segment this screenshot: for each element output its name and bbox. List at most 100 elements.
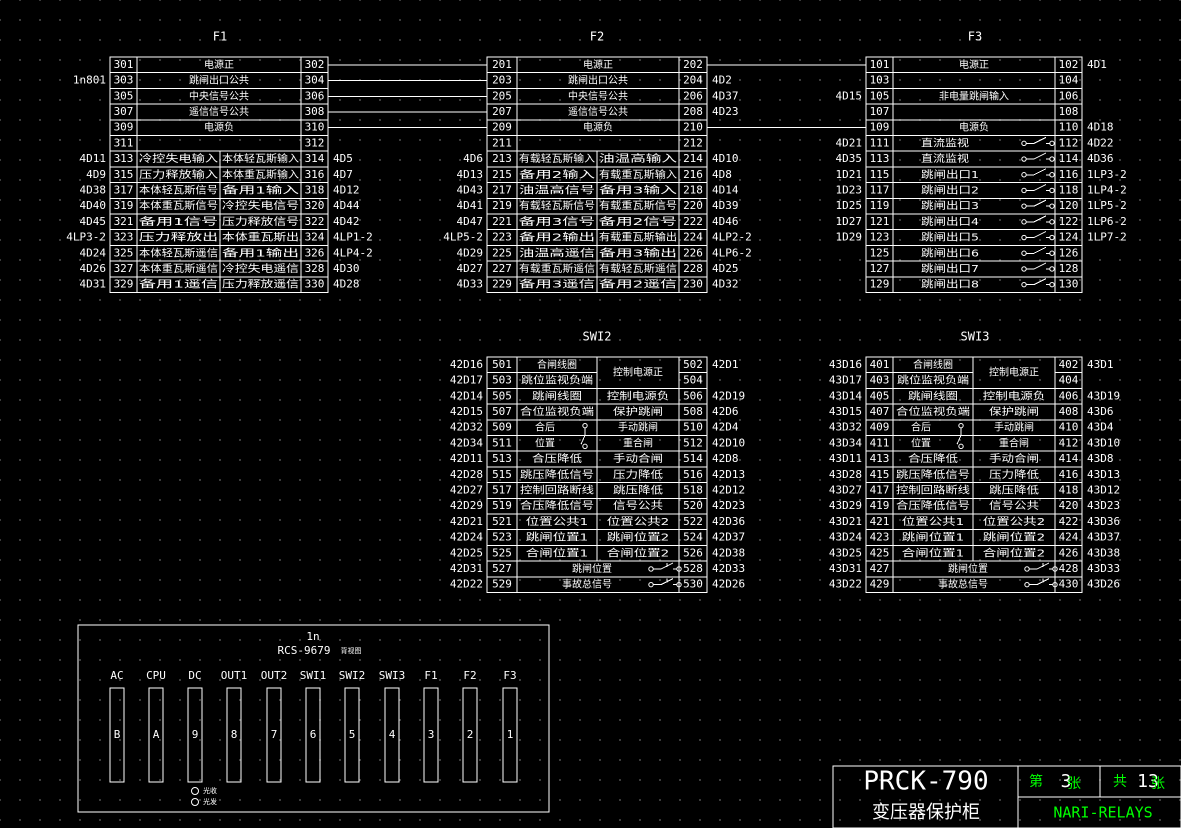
wire-tag-left: 43D27 <box>829 483 862 496</box>
terminal-number: 228 <box>683 262 703 275</box>
wire-tag-left: 4D47 <box>457 215 484 228</box>
slot-label: OUT2 <box>261 669 288 682</box>
terminal-description: 电源正 <box>583 58 613 71</box>
terminal-number: 413 <box>870 452 890 465</box>
terminal-description: 有载轻瓦斯遥信 <box>599 262 677 275</box>
terminal-number: 109 <box>870 121 890 134</box>
terminal-number: 520 <box>683 499 703 512</box>
terminal-description: 位置公共2 <box>983 515 1046 528</box>
block-title: F1 <box>213 30 227 44</box>
terminal-description: 控制电源负 <box>607 389 670 402</box>
slot-outline <box>344 687 360 783</box>
terminal-number: 113 <box>870 152 890 165</box>
terminal-number: 104 <box>1059 74 1079 87</box>
terminal-number: 225 <box>492 246 512 259</box>
terminal-description: 跳闸位置 <box>572 562 612 575</box>
terminal-number: 303 <box>114 74 134 87</box>
terminal-description: 跳闸出口6 <box>921 246 979 259</box>
wire-tag-left: 43D25 <box>829 546 862 559</box>
terminal-description: 压力释放输入 <box>139 168 218 181</box>
wire-tag-left: 43D11 <box>829 452 862 465</box>
terminal-number: 527 <box>492 562 512 575</box>
terminal-description: 信号公共 <box>989 500 1039 512</box>
terminal-number: 317 <box>114 183 134 196</box>
terminal-description: 备用1输出 <box>222 246 299 259</box>
contact-symbol <box>648 562 682 572</box>
drawing-model-number: PRCK-790 <box>863 767 988 797</box>
contact-symbol <box>1021 215 1055 225</box>
terminal-number: 518 <box>683 483 703 496</box>
terminal-description: 有载轻瓦斯输入 <box>519 152 595 165</box>
terminal-number: 312 <box>305 136 325 149</box>
terminal-description: 电源负 <box>959 121 989 134</box>
terminal-number: 302 <box>305 58 325 71</box>
terminal-number: 412 <box>1059 436 1079 449</box>
terminal-description: 合闸线圈 <box>537 358 577 371</box>
terminal-number: 215 <box>492 168 512 181</box>
block-title: F3 <box>968 30 982 44</box>
position-contact-lead <box>580 435 586 445</box>
contact-terminal-icon <box>1024 566 1030 572</box>
terminal-number: 108 <box>1059 105 1079 118</box>
slot-label: OUT1 <box>221 669 248 682</box>
terminal-description: 跳位监视负端 <box>521 374 593 387</box>
terminal-description: 遥信信号公共 <box>568 105 628 118</box>
sheet-label: 第 <box>1029 773 1043 790</box>
wire-tag-left: 4D21 <box>836 136 863 149</box>
slot-label: SWI2 <box>339 669 366 682</box>
terminal-description: 油温高遥信 <box>519 246 595 259</box>
contact-symbol <box>1021 246 1055 256</box>
wire-tag-left: 4D24 <box>80 246 107 259</box>
wire-tag-left: 43D28 <box>829 468 862 481</box>
wire-tag-left: 43D15 <box>829 405 862 418</box>
terminal-description: 跳闸出口公共 <box>189 74 249 87</box>
wire-tag-left: 4D26 <box>80 262 107 275</box>
total-unit: 张 <box>1151 776 1165 792</box>
wire-tag-right: 43D37 <box>1087 531 1120 544</box>
terminal-description: 事故总信号 <box>938 578 988 591</box>
terminal-description: 有载重瓦斯输入 <box>599 168 677 181</box>
terminal-description: 备用3遥信 <box>519 278 595 291</box>
terminal-number: 105 <box>870 89 890 102</box>
terminal-number: 410 <box>1059 421 1079 434</box>
terminal-description: 遥信信号公共 <box>189 105 249 118</box>
contact-blade <box>1033 199 1047 207</box>
terminal-description: 控制电源负 <box>983 389 1046 402</box>
terminal-description: 冷控失电遥信 <box>222 262 299 275</box>
wire-tag-right: 42D1 <box>712 358 739 371</box>
position-contact-icon <box>958 422 964 429</box>
contact-terminal-icon <box>1049 203 1055 209</box>
wire-tag-right: 4D12 <box>333 183 360 196</box>
title-block-frame <box>832 765 1181 828</box>
terminal-description: 有载重瓦斯遥信 <box>519 262 595 275</box>
wire-tag-right: 4D7 <box>333 168 353 181</box>
contact-blade <box>1033 278 1047 286</box>
wire-tag-right: 4D39 <box>712 199 739 212</box>
wire-tag-right: 42D33 <box>712 562 745 575</box>
terminal-number: 117 <box>870 183 890 196</box>
terminal-number: 422 <box>1059 515 1079 528</box>
terminal-number: 202 <box>683 58 703 71</box>
contact-blade <box>1033 152 1047 160</box>
terminal-number: 513 <box>492 452 512 465</box>
terminal-description: 本体轻瓦斯输入 <box>222 152 299 165</box>
wire-tag-left: 42D22 <box>450 578 483 591</box>
terminal-number: 424 <box>1059 531 1079 544</box>
wire-tag-left: 4D31 <box>80 278 107 291</box>
terminal-description: 备用3信号 <box>519 215 595 228</box>
wire-tag-right: 42D38 <box>712 546 745 559</box>
terminal-number: 206 <box>683 89 703 102</box>
terminal-description: 有载轻瓦斯信号 <box>519 199 595 212</box>
terminal-description: 压力释放信号 <box>222 215 299 228</box>
slot-outline <box>305 687 321 783</box>
slot-label: F3 <box>503 669 516 682</box>
wire-tag-left: 4D43 <box>457 183 484 196</box>
slot-id: 8 <box>231 728 238 741</box>
contact-terminal-icon <box>1049 281 1055 288</box>
terminal-number: 229 <box>492 278 512 291</box>
terminal-number: 305 <box>114 89 134 102</box>
device-designation: 1n <box>306 630 319 643</box>
terminal-number: 511 <box>492 436 512 449</box>
